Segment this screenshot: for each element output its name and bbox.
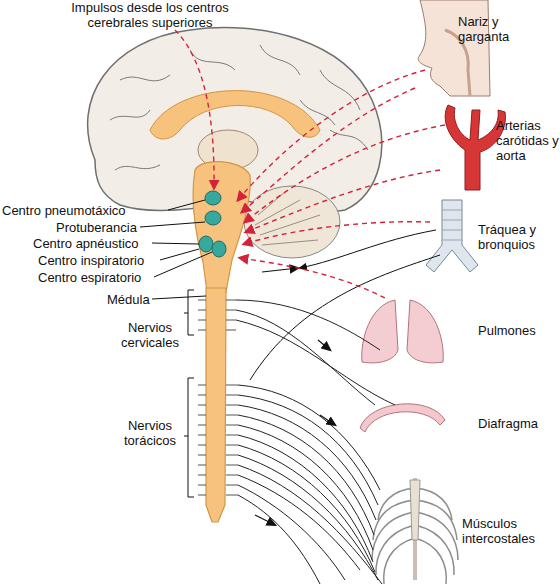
label: Centro pneumotáxico <box>2 203 172 218</box>
leader-lines <box>140 200 212 299</box>
label: Nariz y garganta <box>458 14 538 44</box>
sternum <box>410 480 420 540</box>
nerve-roots <box>198 300 238 495</box>
label: Músculos intercostales <box>462 516 558 546</box>
label: Diafragma <box>478 416 558 431</box>
label: Médula <box>107 292 167 307</box>
gyri <box>110 45 368 170</box>
sensory-impulses <box>175 30 445 298</box>
label: Protuberancia <box>56 220 156 235</box>
ribcage <box>372 478 458 584</box>
brainstem <box>193 162 250 292</box>
spinal-cord <box>206 288 226 522</box>
lungs <box>362 300 443 363</box>
label: Centro apnéustico <box>33 236 163 251</box>
sensory-nerves <box>250 230 440 380</box>
brackets <box>184 290 194 497</box>
label: Pulmones <box>478 323 558 338</box>
arbor-vitae <box>255 192 320 245</box>
cerebellum <box>244 186 340 258</box>
label: Centro espiratorio <box>38 270 168 285</box>
trachea <box>426 200 478 272</box>
label: Nervios torácicos <box>110 418 190 448</box>
label: Arterias carótidas y aorta <box>496 118 560 163</box>
label: Impulsos desde los centros cerebrales su… <box>60 0 240 30</box>
diaphragm <box>360 404 445 432</box>
label: Centro inspiratorio <box>38 253 168 268</box>
label: Tráquea y bronquios <box>478 222 560 252</box>
label: Nervios cervicales <box>110 320 190 350</box>
motor-nerves <box>236 300 395 584</box>
trachea-rings <box>442 210 462 240</box>
